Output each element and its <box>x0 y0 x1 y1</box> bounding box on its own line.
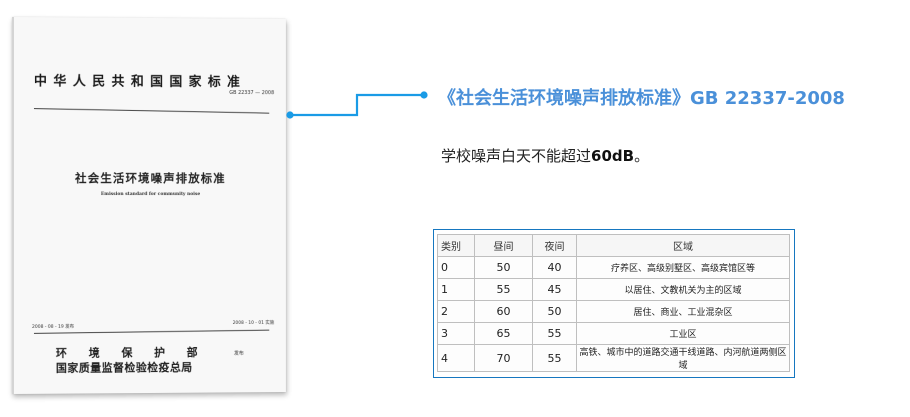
standard-title: 《社会生活环境噪声排放标准》GB 22337-2008 <box>438 88 845 109</box>
cell-area: 高铁、城市中的道路交通干线道路、内河航道两侧区域 <box>576 344 790 372</box>
noise-limit-table: 类别 昼间 夜间 区域 0 50 40 疗养区、高级别墅区、高级宾馆区等 1 5… <box>437 234 790 372</box>
limit-value: 60dB <box>591 147 635 165</box>
noise-limit-table-frame: 类别 昼间 夜间 区域 0 50 40 疗养区、高级别墅区、高级宾馆区等 1 5… <box>433 229 795 378</box>
cell-area: 以居住、文教机关为主的区域 <box>576 278 790 301</box>
table-row: 0 50 40 疗养区、高级别墅区、高级宾馆区等 <box>437 256 790 279</box>
cell-night: 55 <box>532 322 577 345</box>
cell-day: 60 <box>474 300 533 323</box>
table-header-row: 类别 昼间 夜间 区域 <box>437 234 790 257</box>
cell-day: 50 <box>474 256 533 279</box>
cell-category: 1 <box>437 278 475 301</box>
school-noise-limit: 学校噪声白天不能超过60dB。 <box>441 145 649 166</box>
connector-start-dot <box>286 111 294 119</box>
cell-night: 55 <box>532 344 577 372</box>
header-night: 夜间 <box>532 234 577 257</box>
cell-category: 0 <box>437 256 475 279</box>
header-area: 区域 <box>576 234 790 257</box>
cell-area: 居住、商业、工业混杂区 <box>576 300 790 323</box>
cell-day: 65 <box>474 322 533 345</box>
cell-day: 70 <box>474 344 533 372</box>
cell-area: 工业区 <box>576 322 790 345</box>
cell-area: 疗养区、高级别墅区、高级宾馆区等 <box>576 256 790 279</box>
cell-category: 4 <box>437 344 475 372</box>
header-category: 类别 <box>437 234 475 257</box>
table-row: 3 65 55 工业区 <box>437 322 790 345</box>
cell-day: 55 <box>474 278 533 301</box>
limit-text: 学校噪声白天不能超过 <box>441 147 592 165</box>
cell-night: 45 <box>532 278 577 301</box>
table-row: 2 60 50 居住、商业、工业混杂区 <box>437 300 790 323</box>
table-row: 4 70 55 高铁、城市中的道路交通干线道路、内河航道两侧区域 <box>437 344 790 372</box>
cell-category: 2 <box>437 300 475 323</box>
cell-category: 3 <box>437 322 475 345</box>
limit-suffix: 。 <box>634 147 650 165</box>
cell-night: 50 <box>532 300 577 323</box>
cell-night: 40 <box>532 256 577 279</box>
header-day: 昼间 <box>474 234 533 257</box>
connector-end-dot <box>420 91 428 99</box>
table-row: 1 55 45 以居住、文教机关为主的区域 <box>437 278 790 301</box>
